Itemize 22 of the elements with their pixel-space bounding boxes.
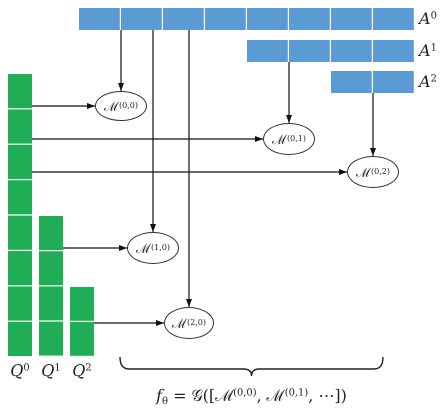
arrow xyxy=(32,136,263,142)
bar-label: Q$^{1}$ xyxy=(40,360,62,381)
formula: f$_{θ}$ = 𝒢([ℳ$^{(0,0)}$, ℳ$^{(0,1)}$, ⋯]) xyxy=(156,386,347,406)
arrow xyxy=(286,62,292,123)
ellipse-node: ℳ$^{(1,0)}$ xyxy=(127,232,179,264)
arrow xyxy=(94,320,164,326)
arrow xyxy=(32,103,95,109)
ellipse-node: ℳ$^{(0,0)}$ xyxy=(95,91,147,121)
arrow xyxy=(150,30,156,232)
bar-label: A$^{0}$ xyxy=(419,8,437,30)
arrow xyxy=(118,30,124,91)
arrow xyxy=(186,30,192,307)
arrow xyxy=(370,93,376,156)
ellipse-node: ℳ$^{(2,0)}$ xyxy=(164,307,214,339)
arrow xyxy=(63,245,127,251)
bar-label: Q$^{2}$ xyxy=(71,361,93,381)
arrow xyxy=(32,169,347,175)
ellipse-node: ℳ$^{(0,1)}$ xyxy=(263,123,315,155)
ellipse-node: ℳ$^{(0,2)}$ xyxy=(347,156,399,188)
bar-label: A$^{1}$ xyxy=(419,40,437,62)
bar-label: A$^{2}$ xyxy=(419,71,437,93)
bar-label: Q$^{0}$ xyxy=(9,361,31,382)
